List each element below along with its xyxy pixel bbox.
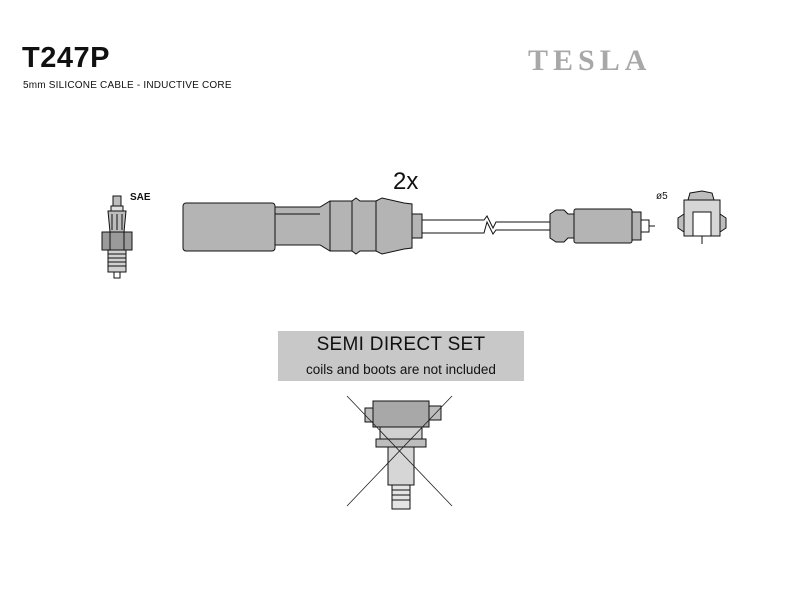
part-description: 5mm SILICONE CABLE - INDUCTIVE CORE xyxy=(23,80,232,91)
notice-note: coils and boots are not included xyxy=(306,362,496,377)
ignition-coil-icon xyxy=(364,400,442,510)
spark-plug-icon xyxy=(101,195,133,279)
plug-boot xyxy=(182,197,423,255)
not-included-cross xyxy=(346,395,453,507)
ignition-cable xyxy=(421,215,553,235)
semi-direct-set-notice: SEMI DIRECT SET coils and boots are not … xyxy=(278,331,524,381)
brand-logo: TESLA xyxy=(528,44,652,77)
terminal-diameter-label: ø5 xyxy=(656,191,668,202)
coil-boot xyxy=(549,208,655,244)
cable-quantity: 2x xyxy=(393,168,419,195)
plug-end-label: SAE xyxy=(130,192,151,203)
notice-title: SEMI DIRECT SET xyxy=(316,334,486,355)
terminal-icon xyxy=(677,190,727,244)
part-number: T247P xyxy=(22,42,110,74)
